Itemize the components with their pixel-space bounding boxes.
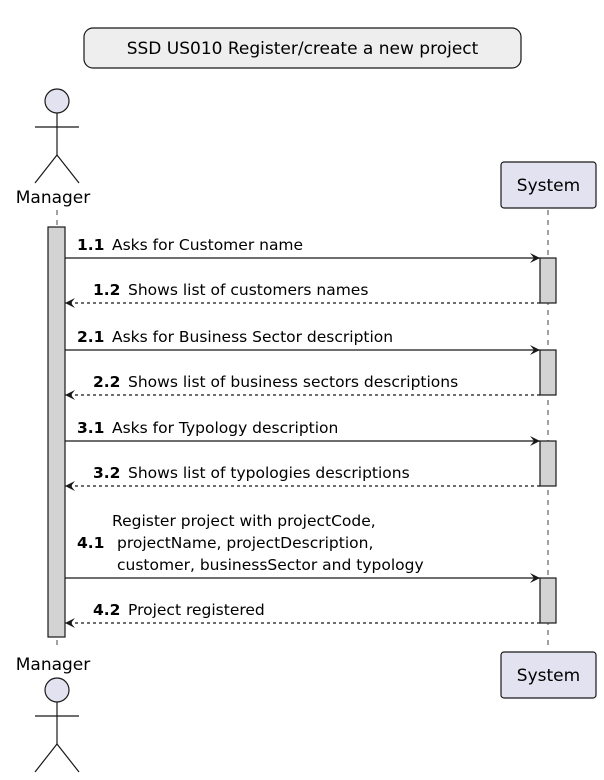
message-number: 4.1 bbox=[77, 534, 104, 552]
manager-actor-bottom: Manager bbox=[16, 655, 91, 773]
manager-activation-bar bbox=[47, 226, 66, 638]
message-3-2: 3.2 Shows list of typologies descriptions bbox=[65, 464, 540, 491]
message-2-2: 2.2 Shows list of business sectors descri… bbox=[65, 373, 540, 400]
message-label: Asks for Business Sector description bbox=[112, 328, 393, 346]
message-3-1: 3.1 Asks for Typology description bbox=[65, 419, 540, 446]
message-label: Shows list of business sectors descripti… bbox=[128, 373, 458, 391]
manager-actor-top: Manager bbox=[16, 88, 91, 208]
system-participant-top: System bbox=[500, 161, 597, 209]
message-number: 1.2 bbox=[93, 281, 120, 299]
diagram-title-text: SSD US010 Register/create a new project bbox=[127, 39, 479, 59]
message-label: Register project with projectCode, bbox=[112, 512, 376, 530]
message-number: 4.2 bbox=[93, 601, 120, 619]
manager-label-bottom: Manager bbox=[16, 655, 91, 675]
message-label: projectName, projectDescription, bbox=[117, 534, 373, 552]
system-activation-bar bbox=[539, 577, 557, 624]
message-label: Project registered bbox=[128, 601, 265, 619]
message-number: 1.1 bbox=[77, 236, 104, 254]
system-label-bottom: System bbox=[517, 666, 580, 686]
system-activation-bar bbox=[539, 440, 557, 487]
message-label: Asks for Typology description bbox=[112, 419, 338, 437]
message-1-2: 1.2 Shows list of customers names bbox=[65, 281, 540, 308]
system-activation-bar bbox=[539, 349, 557, 396]
message-1-1: 1.1 Asks for Customer name bbox=[65, 236, 540, 263]
system-participant-bottom: System bbox=[500, 651, 597, 699]
stick-figure-icon bbox=[34, 88, 80, 184]
message-label: Shows list of customers names bbox=[128, 281, 368, 299]
message-4-2: 4.2 Project registered bbox=[65, 601, 540, 628]
message-number: 3.2 bbox=[93, 464, 120, 482]
manager-label-top: Manager bbox=[16, 188, 91, 208]
message-number: 2.1 bbox=[77, 328, 104, 346]
message-label: Asks for Customer name bbox=[112, 236, 303, 254]
stick-figure-icon bbox=[34, 677, 80, 773]
message-number: 3.1 bbox=[77, 419, 104, 437]
message-number: 2.2 bbox=[93, 373, 120, 391]
diagram-title: SSD US010 Register/create a new project bbox=[83, 27, 522, 69]
system-activation-bar bbox=[539, 257, 557, 304]
message-4-1: 4.1 Register project with projectCode, pro… bbox=[65, 512, 540, 583]
message-2-1: 2.1 Asks for Business Sector description bbox=[65, 328, 540, 355]
system-label-top: System bbox=[517, 176, 580, 196]
message-label: Shows list of typologies descriptions bbox=[128, 464, 410, 482]
message-label: customer, businessSector and typology bbox=[117, 556, 424, 574]
